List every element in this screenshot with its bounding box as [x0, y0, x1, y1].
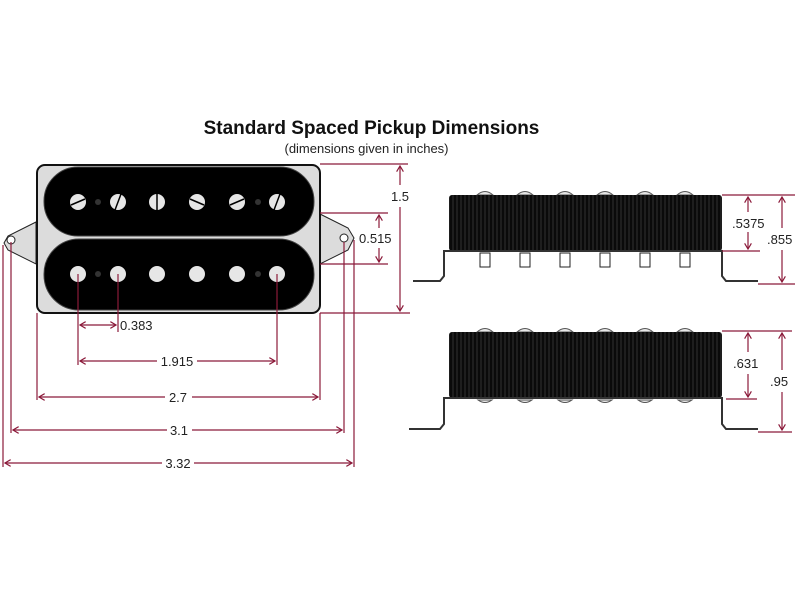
dim-label-height: 1.5 — [391, 189, 409, 204]
diagram-title: Standard Spaced Pickup Dimensions — [203, 118, 540, 139]
dim-label-mounting-hole-spacing: 3.1 — [170, 423, 188, 438]
right-mounting-ear — [319, 213, 355, 265]
right-mounting-hole — [339, 233, 349, 243]
dim-label-pole-spacing-adjacent: 0.383 — [120, 318, 153, 333]
top-view-dimension-labels: 0.383 1.915 2.7 3.1 3.32 1.5 0.515 — [120, 189, 409, 471]
dim-label-baseplate-width: 2.7 — [169, 390, 187, 405]
humbucker-top-view — [3, 164, 355, 314]
side-view-top — [413, 191, 758, 282]
dim-label-side-overall-height: .95 — [770, 374, 788, 389]
screw-polepieces — [70, 193, 285, 211]
side-view-top-dimension-lines — [722, 194, 795, 285]
lower-bobbin — [43, 238, 315, 311]
top-view-dimension-lines — [2, 163, 410, 467]
side-coil-body — [449, 332, 722, 398]
side-view-bottom-dimension-lines — [722, 330, 792, 433]
side-baseplate — [409, 397, 758, 430]
side-baseplate — [413, 250, 758, 282]
side-coil-body — [449, 195, 722, 251]
side-view-bottom — [409, 328, 758, 430]
dim-label-overall-length: 3.32 — [165, 456, 190, 471]
diagram-subtitle: (dimensions given in inches) — [284, 141, 449, 156]
dim-label-pole-spacing-outer: 1.915 — [161, 354, 194, 369]
dim-label-ear-width: 0.515 — [359, 231, 392, 246]
upper-bobbin — [43, 166, 315, 237]
dim-label-side-overall-height: .855 — [767, 232, 792, 247]
dim-label-side-body-height: .631 — [733, 356, 758, 371]
dim-label-side-body-height: .5375 — [732, 216, 765, 231]
